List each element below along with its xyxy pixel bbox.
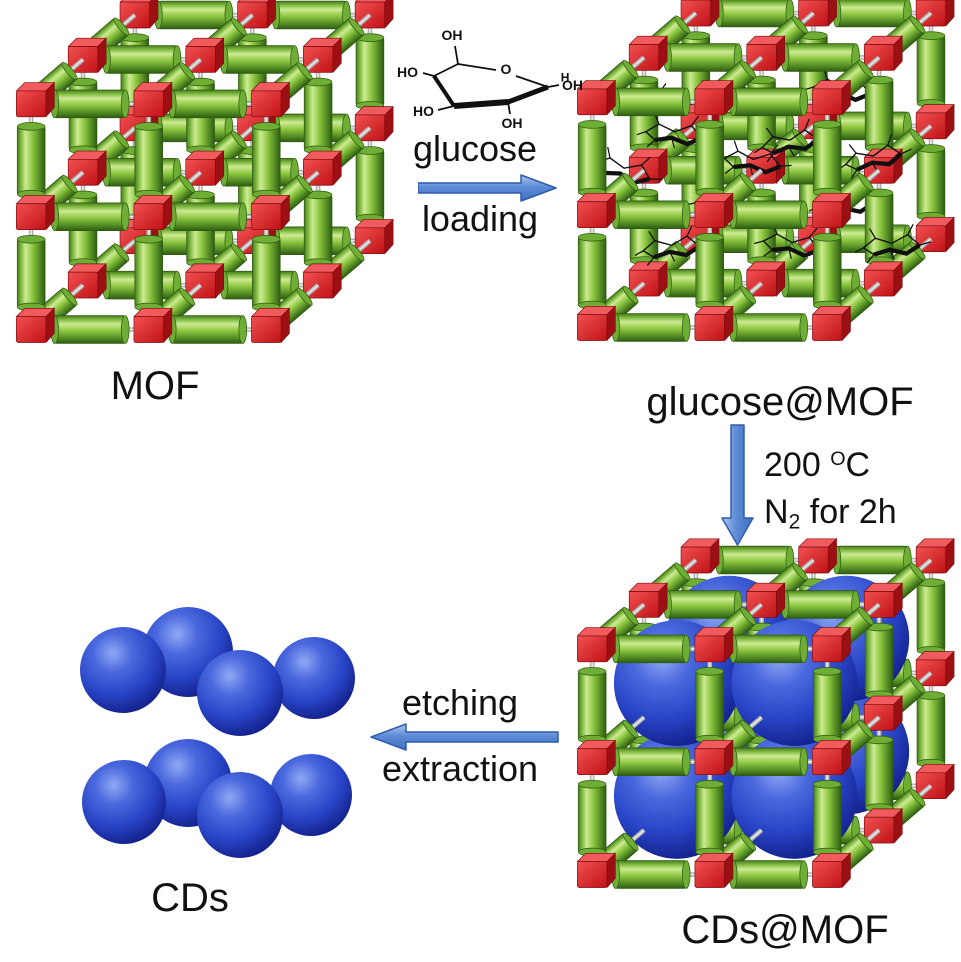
arrow-right bbox=[418, 174, 557, 202]
linker-cylinder bbox=[577, 101, 607, 215]
metal-node bbox=[863, 35, 904, 72]
glucose-molecule-small bbox=[854, 224, 931, 263]
linker-cylinder bbox=[709, 313, 828, 342]
molecule-fragment-label: H bbox=[561, 71, 570, 85]
loading-step-text: loading bbox=[421, 198, 539, 239]
metal-node bbox=[576, 79, 617, 116]
metal-node bbox=[811, 852, 852, 889]
metal-node bbox=[576, 739, 617, 776]
linker-cylinder bbox=[148, 202, 267, 231]
cds-cluster bbox=[80, 607, 355, 858]
gas-symbol: N bbox=[764, 492, 789, 531]
glucose-ho-left-label: HO bbox=[397, 64, 418, 80]
metal-node bbox=[811, 79, 852, 116]
etching-arrow bbox=[370, 723, 559, 751]
carbon-dot-sphere bbox=[197, 772, 283, 858]
metal-node bbox=[745, 582, 786, 619]
metal-node bbox=[576, 192, 617, 229]
linker-cylinder bbox=[252, 103, 281, 217]
metal-node bbox=[680, 537, 720, 574]
metal-node bbox=[694, 192, 734, 229]
arrow-left bbox=[370, 723, 559, 751]
glucose-ho-bottom-left-label: HO bbox=[413, 103, 434, 119]
metal-node bbox=[694, 305, 734, 342]
metal-node bbox=[15, 307, 56, 344]
glucose-ring-o-label: O bbox=[501, 61, 512, 77]
glucose-bonds bbox=[422, 45, 560, 115]
metal-node bbox=[133, 194, 173, 231]
linker-cylinder bbox=[592, 200, 710, 229]
glucose-bold-bonds bbox=[432, 74, 549, 109]
carbonization-conditions: 200 OC N2 for 2h bbox=[764, 436, 897, 545]
arrow-down bbox=[721, 424, 754, 546]
glucose-mof-structure: H bbox=[561, 0, 955, 342]
glucose-molecule-small bbox=[837, 133, 912, 179]
metal-node bbox=[694, 626, 734, 663]
mof-structure bbox=[15, 0, 394, 344]
metal-node bbox=[811, 305, 852, 342]
linker-cylinder bbox=[709, 87, 828, 117]
temperature-value: 200 bbox=[764, 445, 821, 484]
glucose-mof-label: glucose@MOF bbox=[646, 380, 914, 424]
metal-node bbox=[250, 81, 291, 118]
metal-node bbox=[15, 81, 56, 118]
carbon-dot-sphere bbox=[273, 637, 355, 719]
metal-node bbox=[694, 739, 734, 776]
extraction-step-text: extraction bbox=[381, 748, 539, 789]
gas-subscript: 2 bbox=[788, 510, 801, 534]
metal-node bbox=[811, 192, 852, 229]
carbon-dot-sphere bbox=[270, 754, 352, 836]
linker-cylinder bbox=[592, 87, 710, 117]
carbon-dot-sphere bbox=[197, 650, 283, 736]
metal-node bbox=[694, 852, 734, 889]
temperature-unit: C bbox=[845, 445, 871, 484]
metal-node bbox=[811, 739, 852, 776]
carbon-dot-sphere bbox=[82, 760, 166, 844]
temperature-line: 200 OC bbox=[764, 436, 897, 489]
glucose-molecule-small bbox=[715, 140, 792, 176]
etching-step-text: etching bbox=[401, 682, 519, 723]
metal-node bbox=[915, 103, 955, 140]
degree-symbol: O bbox=[830, 448, 846, 470]
cds-mof-structure bbox=[576, 537, 955, 889]
duration-text: for 2h bbox=[809, 492, 897, 531]
glucose-oh-bottom-label: OH bbox=[502, 115, 523, 131]
atmosphere-line: N2 for 2h bbox=[764, 489, 897, 545]
cds-mof-label: CDs@MOF bbox=[681, 908, 889, 952]
metal-node bbox=[576, 305, 617, 342]
metal-node bbox=[250, 194, 291, 231]
linker-cylinder bbox=[761, 43, 880, 72]
linker-cylinder bbox=[709, 200, 828, 229]
metal-node bbox=[15, 194, 56, 231]
metal-node bbox=[694, 79, 734, 116]
metal-node bbox=[576, 852, 617, 889]
metal-node bbox=[811, 626, 852, 663]
glucose-step-text: glucose bbox=[412, 128, 538, 169]
metal-node bbox=[133, 81, 173, 118]
glucose-loading-arrow bbox=[418, 174, 557, 202]
glucose-oh-right-label: OH bbox=[562, 77, 583, 93]
metal-node bbox=[133, 307, 173, 344]
glucose-oh-top-label: OH bbox=[442, 27, 463, 43]
carbonization-arrow bbox=[721, 424, 754, 546]
metal-node bbox=[250, 307, 291, 344]
linker-cylinder bbox=[813, 648, 842, 762]
cds-label: CDs bbox=[151, 876, 229, 920]
mof-label: MOF bbox=[110, 364, 200, 408]
carbon-dot-sphere bbox=[80, 627, 166, 713]
glucose-molecule: OH HO HO O OH OH bbox=[397, 27, 583, 131]
metal-node bbox=[576, 626, 617, 663]
